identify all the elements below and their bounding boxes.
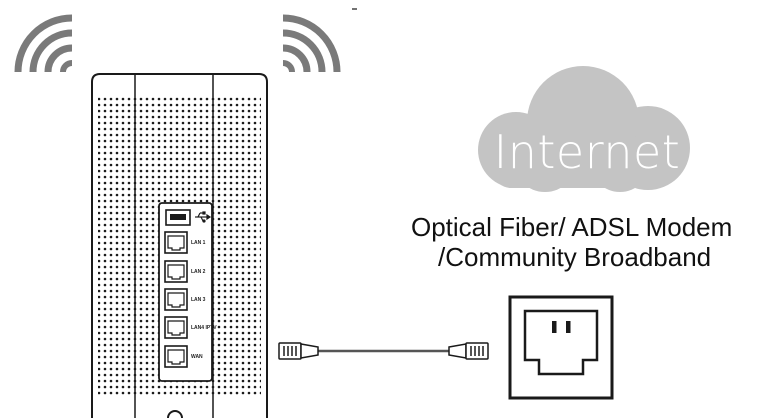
ethernet-port-icon bbox=[164, 288, 188, 311]
port-label: LAN 3 bbox=[191, 297, 206, 303]
ethernet-port-icon bbox=[164, 316, 188, 339]
ethernet-port-lan4-iptv: LAN4 IPTV bbox=[164, 316, 217, 339]
usb-icon bbox=[195, 211, 212, 223]
ethernet-cable-icon bbox=[278, 342, 489, 360]
cable-connector-left bbox=[278, 342, 319, 360]
router: LAN 1 LAN 2 LAN 3 bbox=[91, 73, 268, 418]
wifi-signal-right-icon bbox=[282, 14, 341, 73]
connection-label-line2: /Community Broadband bbox=[438, 242, 711, 272]
ethernet-port-lan2: LAN 2 bbox=[164, 260, 206, 283]
ethernet-port-lan3: LAN 3 bbox=[164, 288, 206, 311]
ethernet-wall-socket-icon bbox=[508, 295, 614, 400]
port-label: LAN 1 bbox=[191, 240, 206, 246]
usb-port bbox=[165, 209, 212, 226]
internet-cloud: Internet bbox=[478, 66, 690, 192]
cloud-label: Internet bbox=[494, 125, 681, 179]
port-panel: LAN 1 LAN 2 LAN 3 bbox=[158, 202, 217, 382]
port-label: WAN bbox=[191, 354, 203, 360]
ethernet-port-icon bbox=[164, 260, 188, 283]
cable-connector-right bbox=[448, 342, 489, 360]
connection-label-line1: Optical Fiber/ ADSL Modem bbox=[411, 212, 732, 242]
cloud-icon bbox=[478, 66, 690, 192]
port-label: LAN 2 bbox=[191, 269, 206, 275]
port-label: LAN4 IPTV bbox=[191, 325, 217, 331]
ethernet-port-icon bbox=[164, 231, 188, 254]
ethernet-port-wan: WAN bbox=[164, 345, 203, 368]
router-bottom-notch bbox=[167, 410, 183, 418]
ethernet-port-lan1: LAN 1 bbox=[164, 231, 206, 254]
wifi-signal-left-icon bbox=[14, 14, 73, 73]
ethernet-port-icon bbox=[164, 345, 188, 368]
